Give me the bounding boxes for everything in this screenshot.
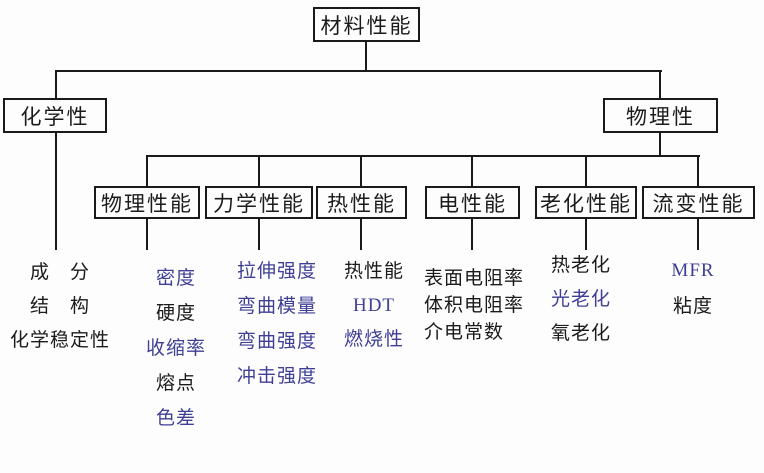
node-material-properties: 材料性能 xyxy=(313,7,420,42)
connector-level1-horizontal xyxy=(55,70,662,72)
leaf-item: 熔点 xyxy=(155,373,196,394)
connector-chemical-leaves xyxy=(55,133,57,250)
node-rheological-performance-label: 流变性能 xyxy=(652,191,745,216)
leaf-item: 表面电阻率 xyxy=(424,268,525,289)
leaf-item: 拉伸强度 xyxy=(236,261,317,282)
connector-root-drop xyxy=(365,42,367,72)
leaf-item: 色差 xyxy=(155,408,196,429)
connector-drop-rheological xyxy=(697,155,699,186)
node-mechanical-performance: 力学性能 xyxy=(205,186,313,219)
leaf-item: 收缩率 xyxy=(145,338,206,359)
leaf-list-thermal: 热性能 HDT 燃烧性 xyxy=(314,261,434,351)
leaf-item: 冲击强度 xyxy=(236,366,317,387)
node-chemical: 化学性 xyxy=(3,98,107,133)
leaf-item: HDT xyxy=(352,295,396,316)
node-material-properties-label: 材料性能 xyxy=(320,13,413,38)
leaf-item: 燃烧性 xyxy=(343,329,404,350)
leaf-list-mechanical: 拉伸强度弯曲模量弯曲强度冲击强度 xyxy=(212,261,342,388)
stub-physical-performance xyxy=(146,219,148,250)
connector-chemical-drop xyxy=(55,70,57,98)
leaf-list-rheological: MFR 粘度 xyxy=(643,260,743,318)
leaf-item: 热老化 xyxy=(551,255,612,276)
leaf-list-physical-performance: 密度硬度收缩率熔点色差 xyxy=(116,268,236,430)
connector-drop-physical-performance xyxy=(146,155,148,186)
leaf-item: 成 分 xyxy=(29,262,90,283)
node-aging-performance: 老化性能 xyxy=(535,186,637,219)
node-rheological-performance: 流变性能 xyxy=(642,186,755,219)
stub-thermal xyxy=(360,219,362,250)
node-physical-performance-label: 物理性能 xyxy=(101,191,193,216)
connector-drop-electrical xyxy=(471,155,473,186)
leaf-item: 结 构 xyxy=(29,296,90,317)
node-aging-performance-label: 老化性能 xyxy=(540,191,632,216)
node-electrical-performance: 电性能 xyxy=(425,186,520,219)
stub-aging xyxy=(585,219,587,250)
connector-physical-to-bus xyxy=(659,133,661,156)
leaf-list-chemical: 成 分结 构化学稳定性 xyxy=(0,262,125,352)
leaf-item: 化学稳定性 xyxy=(9,330,110,351)
leaf-item: 光老化 xyxy=(551,289,612,310)
stub-mechanical xyxy=(258,219,260,250)
leaf-item: 硬度 xyxy=(155,303,196,324)
stub-electrical xyxy=(471,219,473,250)
leaf-item: 粘度 xyxy=(672,296,713,317)
connector-drop-aging xyxy=(585,155,587,186)
leaf-item: 介电常数 xyxy=(424,322,505,343)
leaf-list-aging: 热老化光老化氧老化 xyxy=(551,255,661,345)
node-physical-label: 物理性 xyxy=(626,104,695,129)
connector-physical-drop xyxy=(659,70,661,98)
leaf-item: 氧老化 xyxy=(551,323,612,344)
leaf-item: 密度 xyxy=(155,268,196,289)
node-thermal-performance: 热性能 xyxy=(316,186,407,219)
node-physical: 物理性 xyxy=(603,98,718,133)
leaf-item: 弯曲强度 xyxy=(236,331,317,352)
node-chemical-label: 化学性 xyxy=(20,104,90,129)
leaf-item: 热性能 xyxy=(343,261,404,282)
connector-drop-mechanical xyxy=(258,155,260,186)
node-electrical-performance-label: 电性能 xyxy=(438,191,507,216)
node-physical-performance: 物理性能 xyxy=(94,186,200,219)
leaf-item: MFR xyxy=(671,260,715,281)
node-thermal-performance-label: 热性能 xyxy=(327,191,396,216)
connector-drop-thermal xyxy=(360,155,362,186)
leaf-item: 体积电阻率 xyxy=(424,295,525,316)
node-mechanical-performance-label: 力学性能 xyxy=(213,191,305,216)
leaf-item: 弯曲模量 xyxy=(236,296,317,317)
connector-level2-horizontal xyxy=(146,155,700,157)
leaf-list-electrical: 表面电阻率体积电阻率介电常数 xyxy=(424,268,544,344)
stub-rheological xyxy=(697,219,699,250)
